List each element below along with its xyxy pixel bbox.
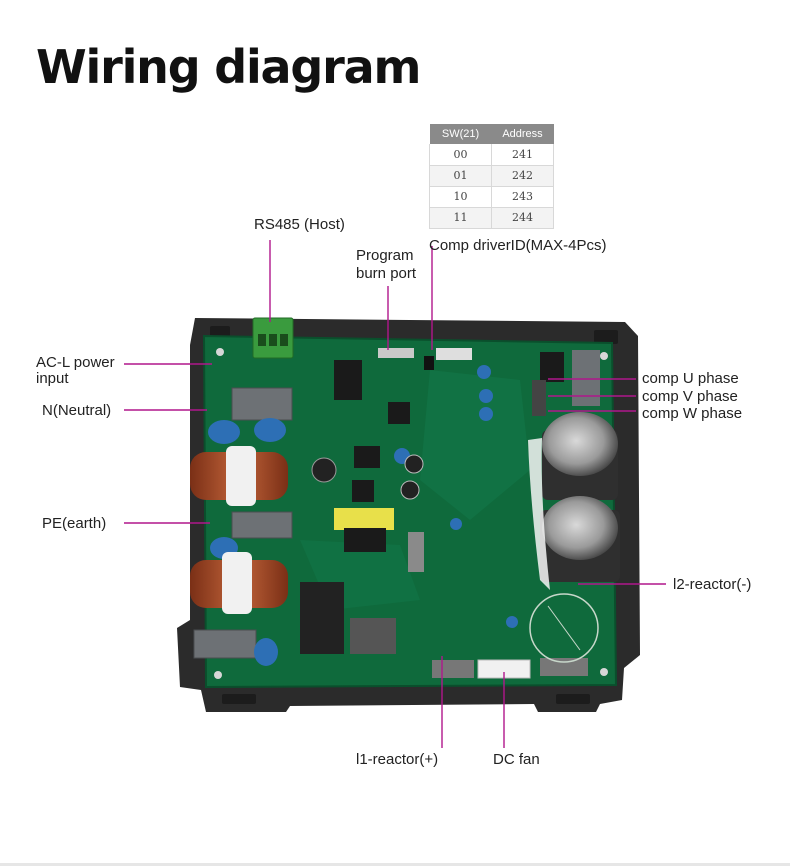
rs485-label: RS485 (Host) [254, 216, 345, 233]
footer-divider [0, 863, 790, 866]
table-header-row: SW(21) Address [429, 124, 554, 144]
table-cell-address: 243 [491, 186, 554, 208]
leader-lines [124, 240, 666, 748]
program-port-label-line2: burn port [356, 265, 417, 282]
ac-l-label-line2: input [36, 370, 69, 387]
table-row: 01 242 [429, 165, 554, 187]
table-row: 11 244 [429, 207, 554, 229]
emi-filter [190, 387, 293, 666]
table-cell-sw: 01 [429, 165, 492, 187]
rs485-connector [252, 317, 294, 359]
comp-u-label: comp U phase [642, 370, 739, 387]
dc-fan-label: DC fan [493, 751, 540, 768]
table-row: 10 243 [429, 186, 554, 208]
table-cell-address: 241 [491, 144, 554, 166]
table-header-sw: SW(21) [429, 124, 492, 144]
l2-reactor-label: l2-reactor(-) [673, 576, 752, 593]
table-cell-address: 242 [491, 165, 554, 187]
table-cell-sw: 11 [429, 207, 492, 229]
table-header-address: Address [491, 124, 554, 144]
l1-reactor-label: l1-reactor(+) [356, 751, 439, 768]
table-cell-sw: 10 [429, 186, 492, 208]
page-title: Wiring diagram [36, 40, 421, 94]
table-row: 00 241 [429, 144, 554, 166]
dc-bus-capacitors [528, 412, 620, 590]
program-port-label-line1: Program [356, 247, 414, 264]
pe-label: PE(earth) [42, 515, 107, 532]
neutral-label: N(Neutral) [42, 402, 112, 419]
sw-address-table: SW(21) Address 00 241 01 242 10 243 11 2… [429, 124, 554, 229]
comp-v-label: comp V phase [642, 388, 738, 405]
ac-l-label-line1: AC-L power [36, 354, 115, 371]
pcb-components [300, 348, 600, 679]
comp-w-label: comp W phase [642, 405, 743, 422]
table-cell-address: 244 [491, 207, 554, 229]
comp-driver-id-label: Comp driverID(MAX-4Pcs) [429, 237, 607, 254]
table-cell-sw: 00 [429, 144, 492, 166]
